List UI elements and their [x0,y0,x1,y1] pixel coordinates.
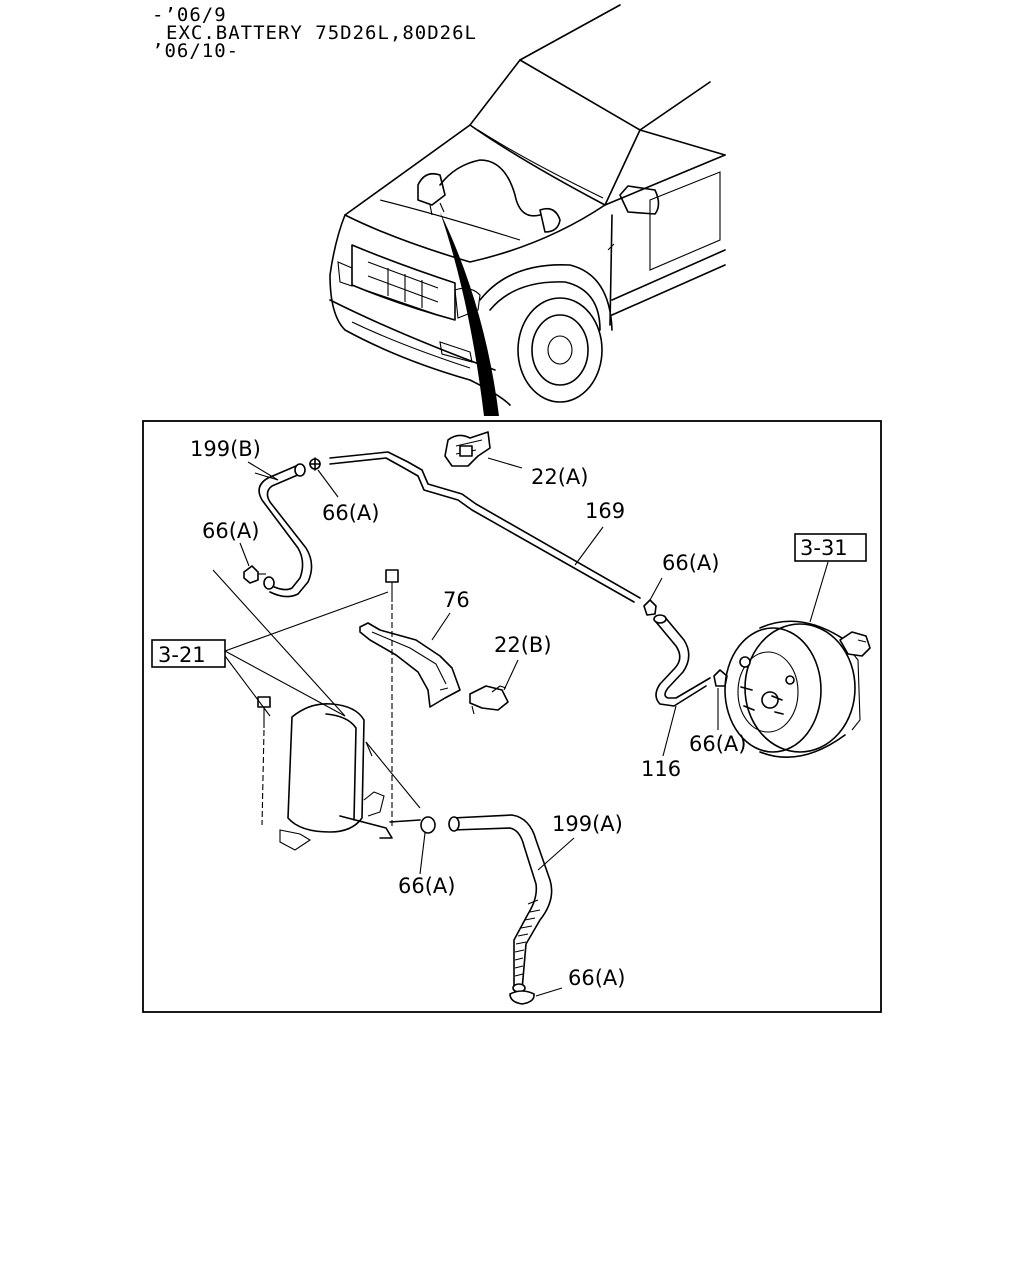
header-line-3: ’06/10- [152,40,240,62]
hose-116 [653,614,711,707]
label-66a-booster: 66(A) [689,732,746,756]
clip-66a-bottom [509,990,535,1005]
label-66a-right: 66(A) [662,551,719,575]
label-199b: 199(B) [190,437,261,461]
label-22a: 22(A) [531,465,588,489]
clip-66a-right [643,599,657,616]
ref-box-3-31 [794,533,867,562]
pipe-169 [329,451,641,603]
clip-66a-top [309,457,321,471]
label-3-21: 3-21 [158,643,206,667]
label-66a-tank: 66(A) [398,874,455,898]
label-169: 169 [585,499,625,523]
label-3-31: 3-31 [800,536,848,560]
clip-66a-left [243,565,266,584]
label-116: 116 [641,757,681,781]
bolt-upper [385,569,399,602]
bracket-76 [359,622,461,708]
header-line-2: EXC.BATTERY 75D26L,80D26L [166,22,477,44]
valve-22b [469,685,509,715]
label-199a: 199(A) [552,812,623,836]
label-22b: 22(B) [494,633,552,657]
bracket-22a [444,431,491,467]
ref-box-3-21 [151,639,226,668]
vehicle-illustration [329,4,726,416]
clip-66a-tank [420,816,436,834]
label-66a-left: 66(A) [202,519,259,543]
vacuum-tank [279,702,421,851]
bolt-left [257,696,271,728]
label-66a-bottom: 66(A) [568,966,625,990]
header-line-1: -’06/9 [152,4,227,26]
hose-199a [448,814,553,993]
label-66a-top: 66(A) [322,501,379,525]
detail-frame [142,420,882,1013]
brake-booster [724,620,871,758]
hose-199b [258,463,313,598]
label-76: 76 [443,588,470,612]
